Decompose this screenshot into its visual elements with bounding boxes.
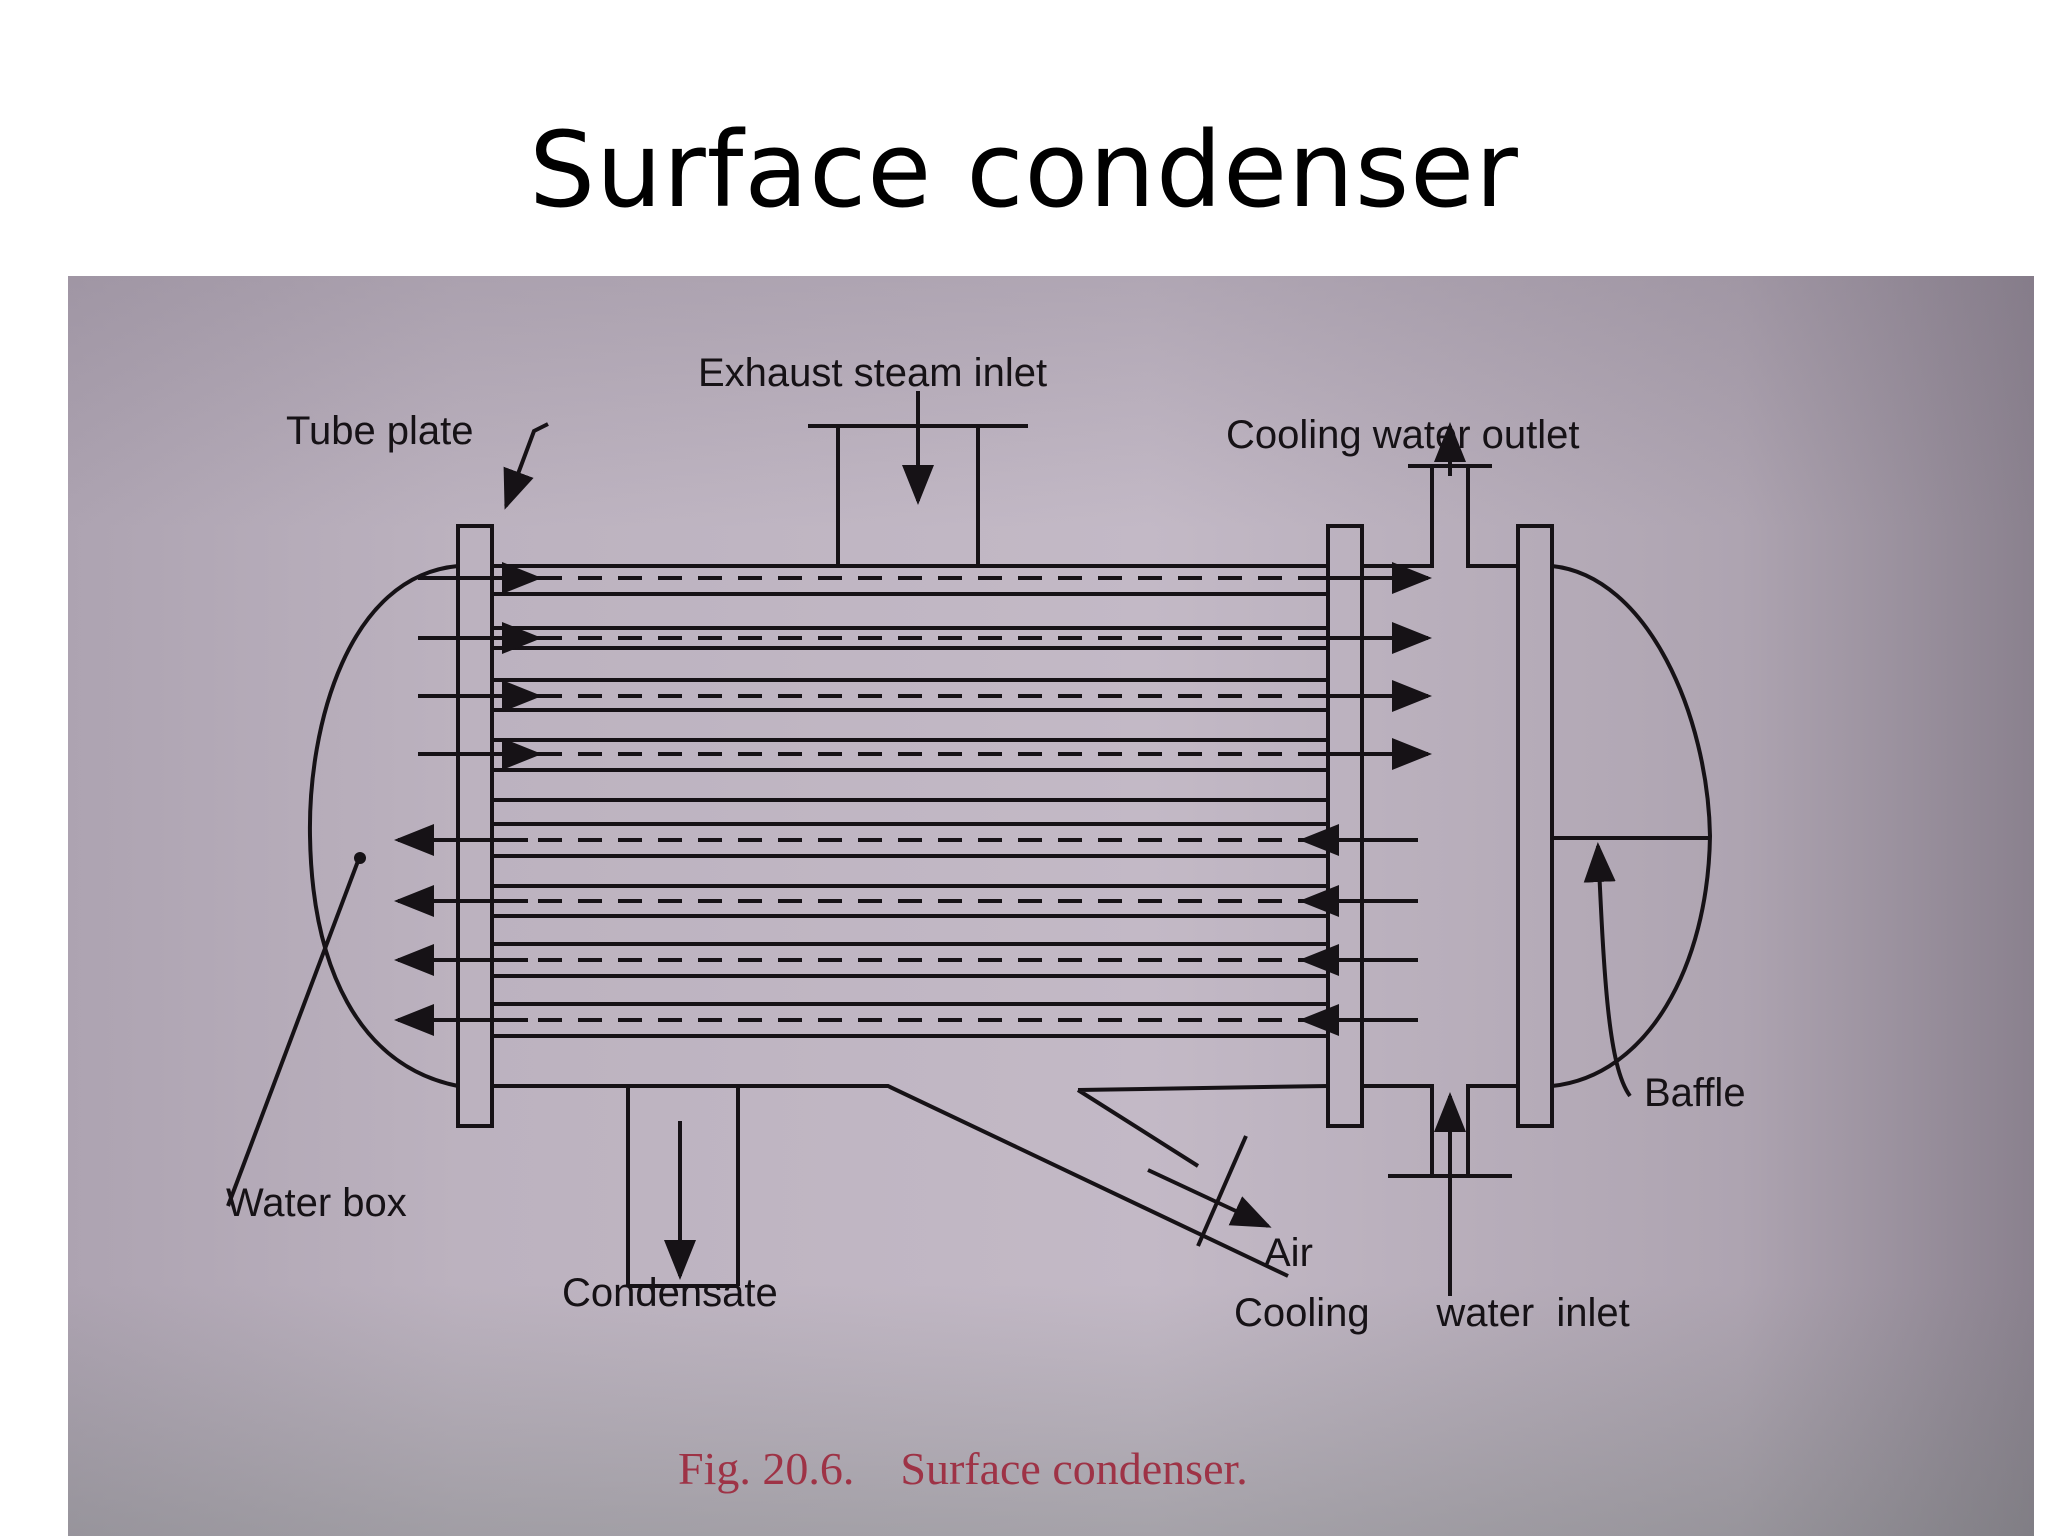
label-air: Air — [1264, 1231, 1313, 1275]
air-flange — [1196, 1135, 1248, 1247]
figure-caption: Fig. 20.6. Surface condenser. — [678, 1443, 1248, 1494]
right-chamber — [1362, 466, 1518, 1176]
right-cover-plate — [1516, 524, 1554, 1128]
label-condensate: Condensate — [562, 1271, 778, 1315]
slide-title: Surface condenser — [529, 109, 1519, 231]
label-cooling-water-inlet: Cooling water inlet — [1234, 1291, 1630, 1335]
air-pipe — [1076, 1084, 1329, 1168]
water-return-arrows — [394, 824, 1418, 1036]
shell-bottom — [492, 1084, 1289, 1286]
water-box-dot — [354, 852, 366, 864]
label-cooling-water-outlet: Cooling water outlet — [1226, 413, 1580, 457]
left-water-box — [307, 564, 459, 1088]
condenser-diagram: Exhaust steam inlet Tube plate Cooling w… — [226, 351, 1746, 1494]
baffle-leader — [1583, 842, 1632, 1098]
right-water-box — [1551, 564, 1713, 1088]
label-water-box: Water box — [226, 1181, 407, 1225]
water-box-leader — [226, 860, 360, 1207]
air-arrow — [1147, 1168, 1272, 1228]
tube-plate-leader — [503, 422, 549, 510]
textbook-photo: Exhaust steam inlet Tube plate Cooling w… — [68, 276, 2034, 1536]
label-exhaust-steam-inlet: Exhaust steam inlet — [698, 351, 1047, 395]
tube-bank — [492, 576, 1328, 1038]
label-baffle: Baffle — [1644, 1071, 1746, 1115]
label-tube-plate: Tube plate — [286, 409, 474, 453]
right-tube-plate — [1326, 524, 1364, 1128]
water-in-arrows — [418, 562, 1432, 770]
left-tube-plate — [456, 524, 494, 1128]
